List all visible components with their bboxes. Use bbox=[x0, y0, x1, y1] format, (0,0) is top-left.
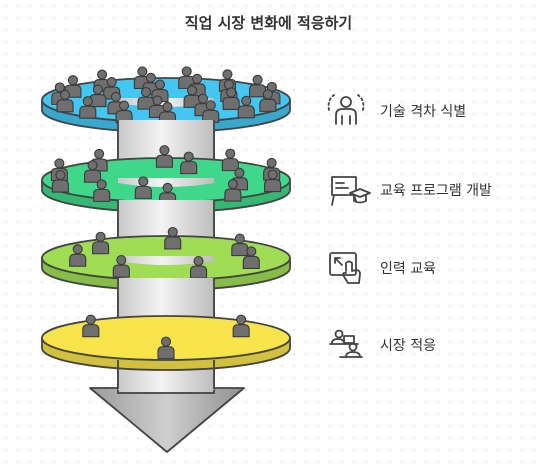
person-icon bbox=[242, 246, 260, 269]
disc-workforce-training bbox=[41, 226, 291, 291]
person-icon bbox=[112, 254, 130, 278]
person-icon bbox=[237, 95, 255, 119]
person-icon bbox=[231, 233, 249, 257]
person-icon bbox=[82, 314, 100, 338]
stage-label-workforce-training: 인력 교육 bbox=[380, 261, 436, 277]
person-icon bbox=[134, 176, 152, 199]
person-icon bbox=[137, 87, 155, 110]
person-icon bbox=[56, 89, 74, 113]
person-icon bbox=[180, 151, 198, 175]
person-icon bbox=[93, 179, 111, 202]
person-icon bbox=[115, 100, 133, 124]
stage-label-skill-gap: 기술 격차 식별 bbox=[380, 104, 467, 120]
person-icon bbox=[164, 226, 182, 250]
whiteboard-graduation-icon bbox=[331, 176, 371, 206]
cylinder-segment bbox=[118, 200, 214, 238]
person-icon bbox=[79, 96, 97, 119]
person-icon bbox=[249, 74, 267, 98]
stage-label-program-development: 교육 프로그램 개발 bbox=[380, 183, 492, 199]
person-icon bbox=[232, 314, 250, 338]
hand-pointer-screen-icon bbox=[329, 252, 361, 284]
person-icon bbox=[224, 179, 242, 202]
person-icon bbox=[84, 160, 102, 183]
cylinder-segment bbox=[118, 278, 214, 318]
person-at-desk-icon bbox=[329, 329, 363, 358]
person-icon bbox=[221, 148, 239, 172]
person-icon bbox=[92, 231, 110, 255]
person-icon bbox=[69, 244, 87, 267]
stage-label-market-adaptation: 시장 적응 bbox=[380, 338, 436, 354]
down-arrow-head bbox=[89, 387, 245, 453]
person-icon bbox=[190, 255, 208, 279]
diagram-title: 직업 시장 변화에 적응하기 bbox=[184, 14, 353, 32]
disc-market-adaptation bbox=[41, 314, 291, 371]
person-icon bbox=[259, 89, 277, 112]
person-icon bbox=[51, 170, 69, 193]
person-icon bbox=[264, 169, 282, 193]
person-icon bbox=[202, 100, 220, 123]
person-icon bbox=[155, 145, 173, 168]
person-icon bbox=[222, 87, 240, 110]
person-search-icon bbox=[327, 94, 365, 125]
person-icon bbox=[157, 336, 175, 360]
